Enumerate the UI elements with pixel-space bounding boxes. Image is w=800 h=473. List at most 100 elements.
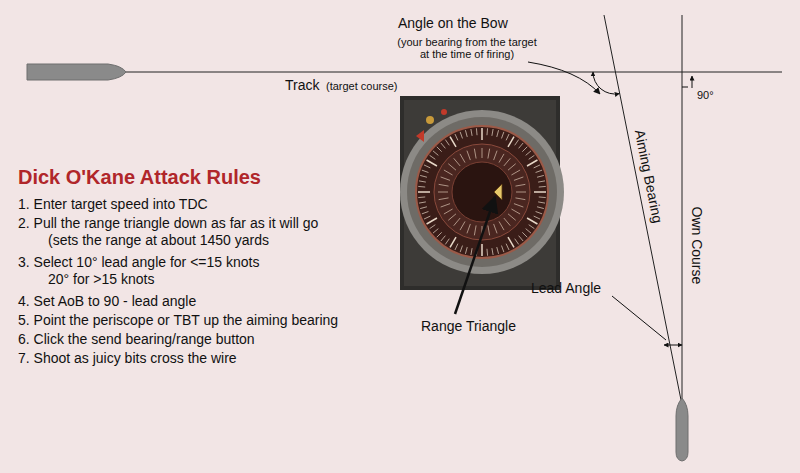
rule-item: 1. Enter target speed into TDC bbox=[18, 196, 208, 213]
dial-tick bbox=[465, 130, 467, 137]
dial-tick bbox=[454, 158, 460, 166]
tdc-indicator bbox=[416, 130, 424, 142]
dial-tick bbox=[534, 191, 546, 193]
dial-tick bbox=[508, 164, 516, 170]
dial-tick bbox=[471, 129, 472, 136]
dial-tick bbox=[499, 154, 504, 163]
dial-tick bbox=[430, 225, 436, 229]
dial-tick bbox=[448, 164, 456, 170]
dial-tick bbox=[420, 207, 427, 209]
dial-tick bbox=[508, 137, 514, 147]
dial-tick bbox=[424, 165, 430, 168]
tdc-indicator bbox=[441, 109, 447, 115]
track-line bbox=[126, 72, 782, 73]
angle-label: Angle on the Bow bbox=[398, 15, 508, 32]
tdc-bezel bbox=[400, 110, 564, 274]
dial-tick bbox=[460, 221, 465, 230]
dial-tick bbox=[441, 204, 450, 207]
dial-tick bbox=[467, 224, 470, 233]
pointer-arrow bbox=[455, 197, 495, 314]
dial-tick bbox=[441, 143, 445, 148]
dial-tick bbox=[511, 170, 520, 175]
dial-tick bbox=[506, 244, 509, 250]
rule-item: 5. Point the periscope or TBT up the aim… bbox=[18, 312, 338, 329]
tdc-panel-inner bbox=[404, 100, 556, 286]
dial-tick bbox=[497, 247, 499, 254]
dial-tick bbox=[511, 209, 520, 214]
track-label: Track bbox=[285, 77, 319, 94]
dial-tick bbox=[418, 196, 425, 198]
dial-tick bbox=[514, 204, 523, 207]
dial-tick bbox=[529, 155, 535, 159]
rule-item: 6. Click the send bearing/range button bbox=[18, 331, 255, 348]
dial-tick bbox=[474, 149, 476, 159]
angle-note: (your bearing from the target at the tim… bbox=[395, 36, 539, 60]
rule-item: 2. Pull the range triangle down as far a… bbox=[18, 215, 323, 249]
dial-tick bbox=[481, 128, 483, 140]
dial-tick bbox=[516, 192, 526, 193]
dial-tick bbox=[450, 237, 456, 247]
aiming-bearing-line bbox=[604, 15, 682, 405]
dial-tick bbox=[515, 198, 525, 200]
angle-label: Lead Angle bbox=[531, 280, 601, 297]
dial-tick bbox=[476, 128, 478, 135]
dial-tick bbox=[439, 184, 449, 186]
dial-tick bbox=[534, 216, 540, 219]
dial-tick bbox=[433, 229, 438, 233]
rule-item: 4. Set AoB to 90 - lead angle bbox=[18, 293, 196, 310]
dial-tick bbox=[439, 198, 449, 200]
rule-item: 3. Select 10° lead angle for <=15 knots … bbox=[18, 254, 264, 288]
right-angle-tick bbox=[682, 87, 688, 88]
dial-tick bbox=[422, 170, 429, 172]
dial-tick bbox=[499, 221, 504, 230]
target-ship bbox=[27, 64, 126, 80]
dial-tick bbox=[420, 175, 427, 177]
dial-tick bbox=[494, 224, 497, 233]
dial-tick bbox=[526, 151, 531, 155]
dial-tick bbox=[433, 151, 438, 155]
dial-tick bbox=[492, 129, 493, 136]
dial-tick bbox=[465, 247, 467, 254]
dial-tick bbox=[537, 207, 544, 209]
dial-tick bbox=[444, 170, 453, 175]
dial-tick bbox=[515, 140, 519, 146]
dial-tick bbox=[430, 155, 436, 159]
dial-tick bbox=[437, 147, 442, 152]
dial-tick bbox=[450, 137, 456, 147]
dial-tick bbox=[492, 248, 493, 255]
dial-tick bbox=[422, 211, 429, 213]
dial-tick bbox=[526, 229, 531, 233]
right-angle-arrow bbox=[692, 76, 693, 88]
dial-tick bbox=[455, 134, 458, 140]
dial-tick bbox=[427, 218, 437, 224]
dial-tick bbox=[419, 202, 426, 203]
dial-tick bbox=[486, 128, 488, 135]
tdc-dial-center bbox=[452, 162, 512, 222]
dial-tick bbox=[515, 184, 525, 186]
dial-tick bbox=[460, 132, 462, 139]
rule-item: 7. Shoot as juicy bits cross the wire bbox=[18, 350, 237, 367]
dial-tick bbox=[445, 140, 449, 146]
dial-tick bbox=[455, 244, 458, 250]
tdc-dial-ring bbox=[434, 144, 530, 240]
dial-tick bbox=[448, 214, 456, 220]
dial-tick bbox=[482, 148, 483, 158]
dial-tick bbox=[522, 232, 527, 237]
dial-tick bbox=[438, 192, 448, 193]
dial-tick bbox=[506, 134, 509, 140]
dial-tick bbox=[494, 151, 497, 160]
leader-line bbox=[528, 62, 600, 94]
tdc-bezel-inner bbox=[407, 117, 557, 267]
dial-tick bbox=[497, 130, 499, 137]
dial-tick bbox=[537, 175, 544, 177]
title: Dick O'Kane Attack Rules bbox=[18, 166, 261, 189]
dial-tick bbox=[538, 202, 545, 203]
tdc-indicator bbox=[426, 116, 434, 124]
dial-tick bbox=[419, 181, 426, 182]
track-note: (target course) bbox=[326, 80, 398, 93]
dial-tick bbox=[424, 216, 430, 219]
dial-tick bbox=[488, 149, 490, 159]
dial-tick bbox=[501, 246, 503, 253]
dial-tick bbox=[522, 147, 527, 152]
